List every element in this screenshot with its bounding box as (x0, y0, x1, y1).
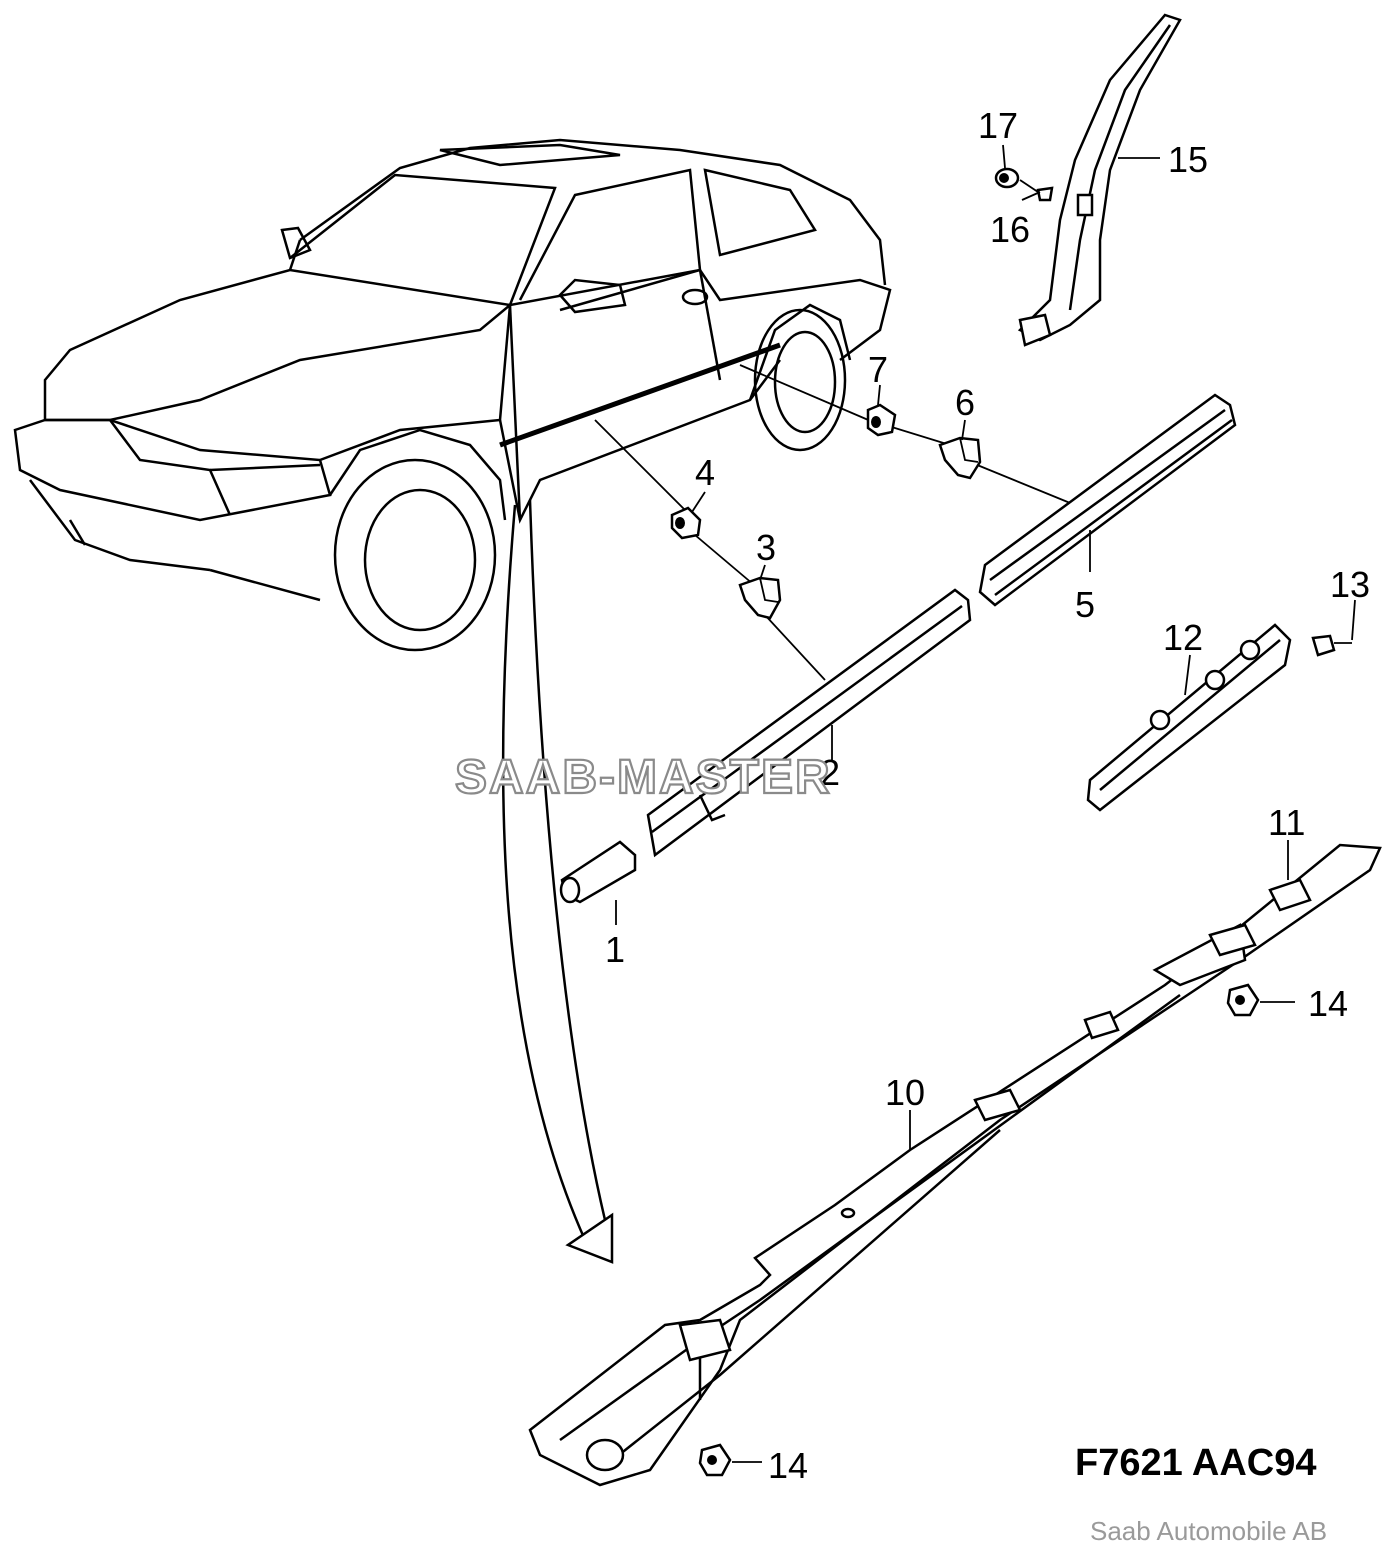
callout-12: 12 (1163, 617, 1203, 658)
car-illustration (13, 138, 892, 652)
part-15-pillar-trim (1017, 13, 1182, 347)
part-14-nut-upper (1226, 983, 1260, 1017)
part-17-clip (994, 167, 1020, 189)
watermark: SAAB-MASTER (455, 751, 832, 804)
callout-1: 1 (605, 929, 625, 970)
callout-6: 6 (955, 382, 975, 423)
callout-leaders (615, 144, 1356, 1463)
part-3-clip (738, 576, 782, 620)
callout-13: 13 (1330, 564, 1370, 605)
part-6-clip (938, 436, 982, 480)
drawing-code: F7621 AAC94 (1075, 1442, 1317, 1484)
callout-3: 3 (756, 527, 776, 568)
part-11-bracket (1208, 878, 1312, 957)
callout-15: 15 (1168, 139, 1208, 180)
part-7-clip (866, 403, 897, 437)
part-4-clip (670, 506, 702, 540)
callout-14-lower: 14 (768, 1445, 808, 1486)
callout-7: 7 (868, 349, 888, 390)
callout-16: 16 (990, 209, 1030, 250)
callout-4: 4 (695, 452, 715, 493)
callout-14-upper: 14 (1308, 983, 1348, 1024)
part-1-endcap (559, 840, 637, 904)
part-5-moulding (978, 393, 1237, 607)
callout-2: 2 (820, 752, 840, 793)
callout-17: 17 (978, 105, 1018, 146)
callout-11: 11 (1268, 802, 1305, 843)
part-2-moulding (646, 588, 972, 858)
callout-5: 5 (1075, 584, 1095, 625)
callout-10: 10 (885, 1072, 925, 1113)
part-16-screw (1036, 186, 1054, 202)
part-10-sill-panel (528, 843, 1382, 1487)
copyright-credit: Saab Automobile AB (1090, 1516, 1327, 1546)
part-14-nut-lower (698, 1443, 732, 1477)
part-12-rail (1086, 623, 1292, 812)
part-13-screw (1311, 634, 1352, 657)
detail-arrow (501, 499, 614, 1264)
